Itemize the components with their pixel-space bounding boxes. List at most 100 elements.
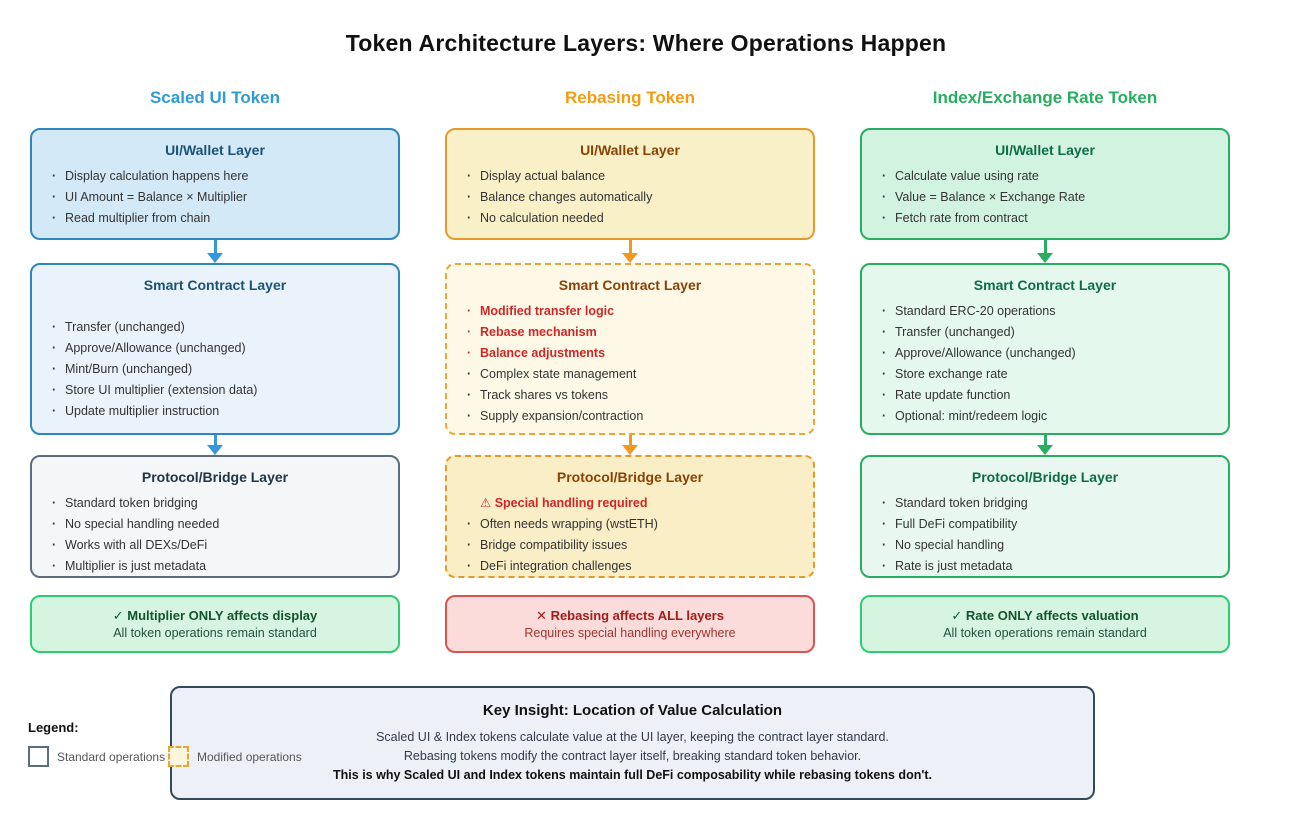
list-item: Transfer (unchanged) xyxy=(52,317,384,338)
key-insight-conclusion: This is why Scaled UI and Index tokens m… xyxy=(333,767,932,782)
legend-item-label: Standard operations xyxy=(57,749,166,764)
columns-container: Scaled UI Token UI/Wallet Layer Display … xyxy=(30,88,1230,653)
summary-title: ✓ Multiplier ONLY affects display xyxy=(112,607,318,623)
list-item: Calculate value using rate xyxy=(882,166,1214,187)
list-item: Complex state management xyxy=(467,364,799,385)
summary-box: ✕ Rebasing affects ALL layers Requires s… xyxy=(445,595,815,653)
list-item: Display actual balance xyxy=(467,166,799,187)
legend-item-modified: Modified operations xyxy=(168,746,302,767)
list-item: No calculation needed xyxy=(467,208,799,229)
column-index-exchange-rate-token: Index/Exchange Rate Token UI/Wallet Laye… xyxy=(860,88,1230,653)
smart-contract-layer-box: Smart Contract Layer Modified transfer l… xyxy=(445,263,815,435)
summary-subtitle: Requires special handling everywhere xyxy=(524,625,736,640)
box-title: UI/Wallet Layer xyxy=(580,142,680,158)
list-item: Read multiplier from chain xyxy=(52,208,384,229)
protocol-bridge-layer-box: Protocol/Bridge Layer Standard token bri… xyxy=(30,455,400,578)
arrow-down-icon xyxy=(30,435,400,455)
modified-list-item: Modified transfer logic xyxy=(467,301,799,322)
legend: Legend: Standard operations Modified ope… xyxy=(28,720,302,767)
list-item: Approve/Allowance (unchanged) xyxy=(52,338,384,359)
list-item: Standard token bridging xyxy=(882,493,1214,514)
list-item: Balance changes automatically xyxy=(467,187,799,208)
arrow-down-icon xyxy=(860,435,1230,455)
bullet-list: Transfer (unchanged) Approve/Allowance (… xyxy=(46,317,384,422)
list-item: Often needs wrapping (wstETH) xyxy=(467,514,799,535)
key-insight-box: Key Insight: Location of Value Calculati… xyxy=(170,686,1095,800)
legend-label: Legend: xyxy=(28,720,79,735)
list-item: Standard token bridging xyxy=(52,493,384,514)
list-item: Update multiplier instruction xyxy=(52,401,384,422)
list-item: No special handling needed xyxy=(52,514,384,535)
summary-box: ✓ Rate ONLY affects valuation All token … xyxy=(860,595,1230,653)
list-item: Optional: mint/redeem logic xyxy=(882,406,1214,427)
check-icon: ✓ xyxy=(951,607,963,623)
list-item: Value = Balance × Exchange Rate xyxy=(882,187,1214,208)
modified-list-item: Rebase mechanism xyxy=(467,322,799,343)
smart-contract-layer-box: Smart Contract Layer Transfer (unchanged… xyxy=(30,263,400,435)
warning-item: ⚠ Special handling required xyxy=(480,496,648,510)
list-item: Mint/Burn (unchanged) xyxy=(52,359,384,380)
summary-title: ✓ Rate ONLY affects valuation xyxy=(951,607,1139,623)
list-item: Approve/Allowance (unchanged) xyxy=(882,343,1214,364)
list-item: Rate update function xyxy=(882,385,1214,406)
key-insight-title: Key Insight: Location of Value Calculati… xyxy=(482,701,783,719)
list-item: Store UI multiplier (extension data) xyxy=(52,380,384,401)
list-item: Bridge compatibility issues xyxy=(467,535,799,556)
summary-box: ✓ Multiplier ONLY affects display All to… xyxy=(30,595,400,653)
x-icon: ✕ xyxy=(536,607,547,623)
bullet-list: Display calculation happens here UI Amou… xyxy=(46,166,384,229)
arrow-down-icon xyxy=(445,435,815,455)
column-header: Scaled UI Token xyxy=(149,88,281,107)
list-item: UI Amount = Balance × Multiplier xyxy=(52,187,384,208)
list-item: Supply expansion/contraction xyxy=(467,406,799,427)
bullet-list: Standard ERC-20 operations Transfer (unc… xyxy=(876,301,1214,427)
bullet-list: Calculate value using rate Value = Balan… xyxy=(876,166,1214,229)
check-icon: ✓ xyxy=(112,607,124,623)
summary-subtitle: All token operations remain standard xyxy=(943,625,1147,640)
bullet-list: Display actual balance Balance changes a… xyxy=(461,166,799,229)
smart-contract-layer-box: Smart Contract Layer Standard ERC-20 ope… xyxy=(860,263,1230,435)
box-title: UI/Wallet Layer xyxy=(995,142,1095,158)
list-item: Standard ERC-20 operations xyxy=(882,301,1214,322)
bullet-list: ⚠ Special handling required Often needs … xyxy=(461,493,799,577)
column-scaled-ui-token: Scaled UI Token UI/Wallet Layer Display … xyxy=(30,88,400,653)
list-item: Rate is just metadata xyxy=(882,556,1214,577)
column-header: Index/Exchange Rate Token xyxy=(932,88,1158,107)
list-item: Fetch rate from contract xyxy=(882,208,1214,229)
summary-title: ✕ Rebasing affects ALL layers xyxy=(536,607,724,623)
box-title: Smart Contract Layer xyxy=(558,277,702,293)
summary-subtitle: All token operations remain standard xyxy=(113,625,317,640)
list-item: Display calculation happens here xyxy=(52,166,384,187)
modified-operations-swatch-icon xyxy=(168,746,189,767)
column-header: Rebasing Token xyxy=(564,88,696,107)
key-insight-line: Scaled UI & Index tokens calculate value… xyxy=(376,729,889,744)
ui-wallet-layer-box: UI/Wallet Layer Display actual balance B… xyxy=(445,128,815,240)
list-item: DeFi integration challenges xyxy=(467,556,799,577)
bullet-list: Modified transfer logic Rebase mechanism… xyxy=(461,301,799,427)
list-item: No special handling xyxy=(882,535,1214,556)
column-rebasing-token: Rebasing Token UI/Wallet Layer Display a… xyxy=(445,88,815,653)
list-item: Works with all DEXs/DeFi xyxy=(52,535,384,556)
protocol-bridge-layer-box: Protocol/Bridge Layer Standard token bri… xyxy=(860,455,1230,578)
legend-item-standard: Standard operations xyxy=(28,746,165,767)
list-item: Full DeFi compatibility xyxy=(882,514,1214,535)
box-title: Protocol/Bridge Layer xyxy=(556,469,704,485)
ui-wallet-layer-box: UI/Wallet Layer Display calculation happ… xyxy=(30,128,400,240)
arrow-down-icon xyxy=(30,240,400,263)
arrow-down-icon xyxy=(860,240,1230,263)
box-title: UI/Wallet Layer xyxy=(165,142,265,158)
page-title: Token Architecture Layers: Where Operati… xyxy=(345,30,947,56)
warning-icon: ⚠ xyxy=(480,496,492,510)
bullet-list: Standard token bridging No special handl… xyxy=(46,493,384,577)
box-title: Protocol/Bridge Layer xyxy=(971,469,1119,485)
modified-list-item: Balance adjustments xyxy=(467,343,799,364)
ui-wallet-layer-box: UI/Wallet Layer Calculate value using ra… xyxy=(860,128,1230,240)
box-title: Smart Contract Layer xyxy=(143,277,287,293)
box-title: Protocol/Bridge Layer xyxy=(141,469,289,485)
protocol-bridge-layer-box: Protocol/Bridge Layer ⚠ Special handling… xyxy=(445,455,815,578)
list-item: Store exchange rate xyxy=(882,364,1214,385)
list-item: Track shares vs tokens xyxy=(467,385,799,406)
arrow-down-icon xyxy=(445,240,815,263)
list-item: Transfer (unchanged) xyxy=(882,322,1214,343)
